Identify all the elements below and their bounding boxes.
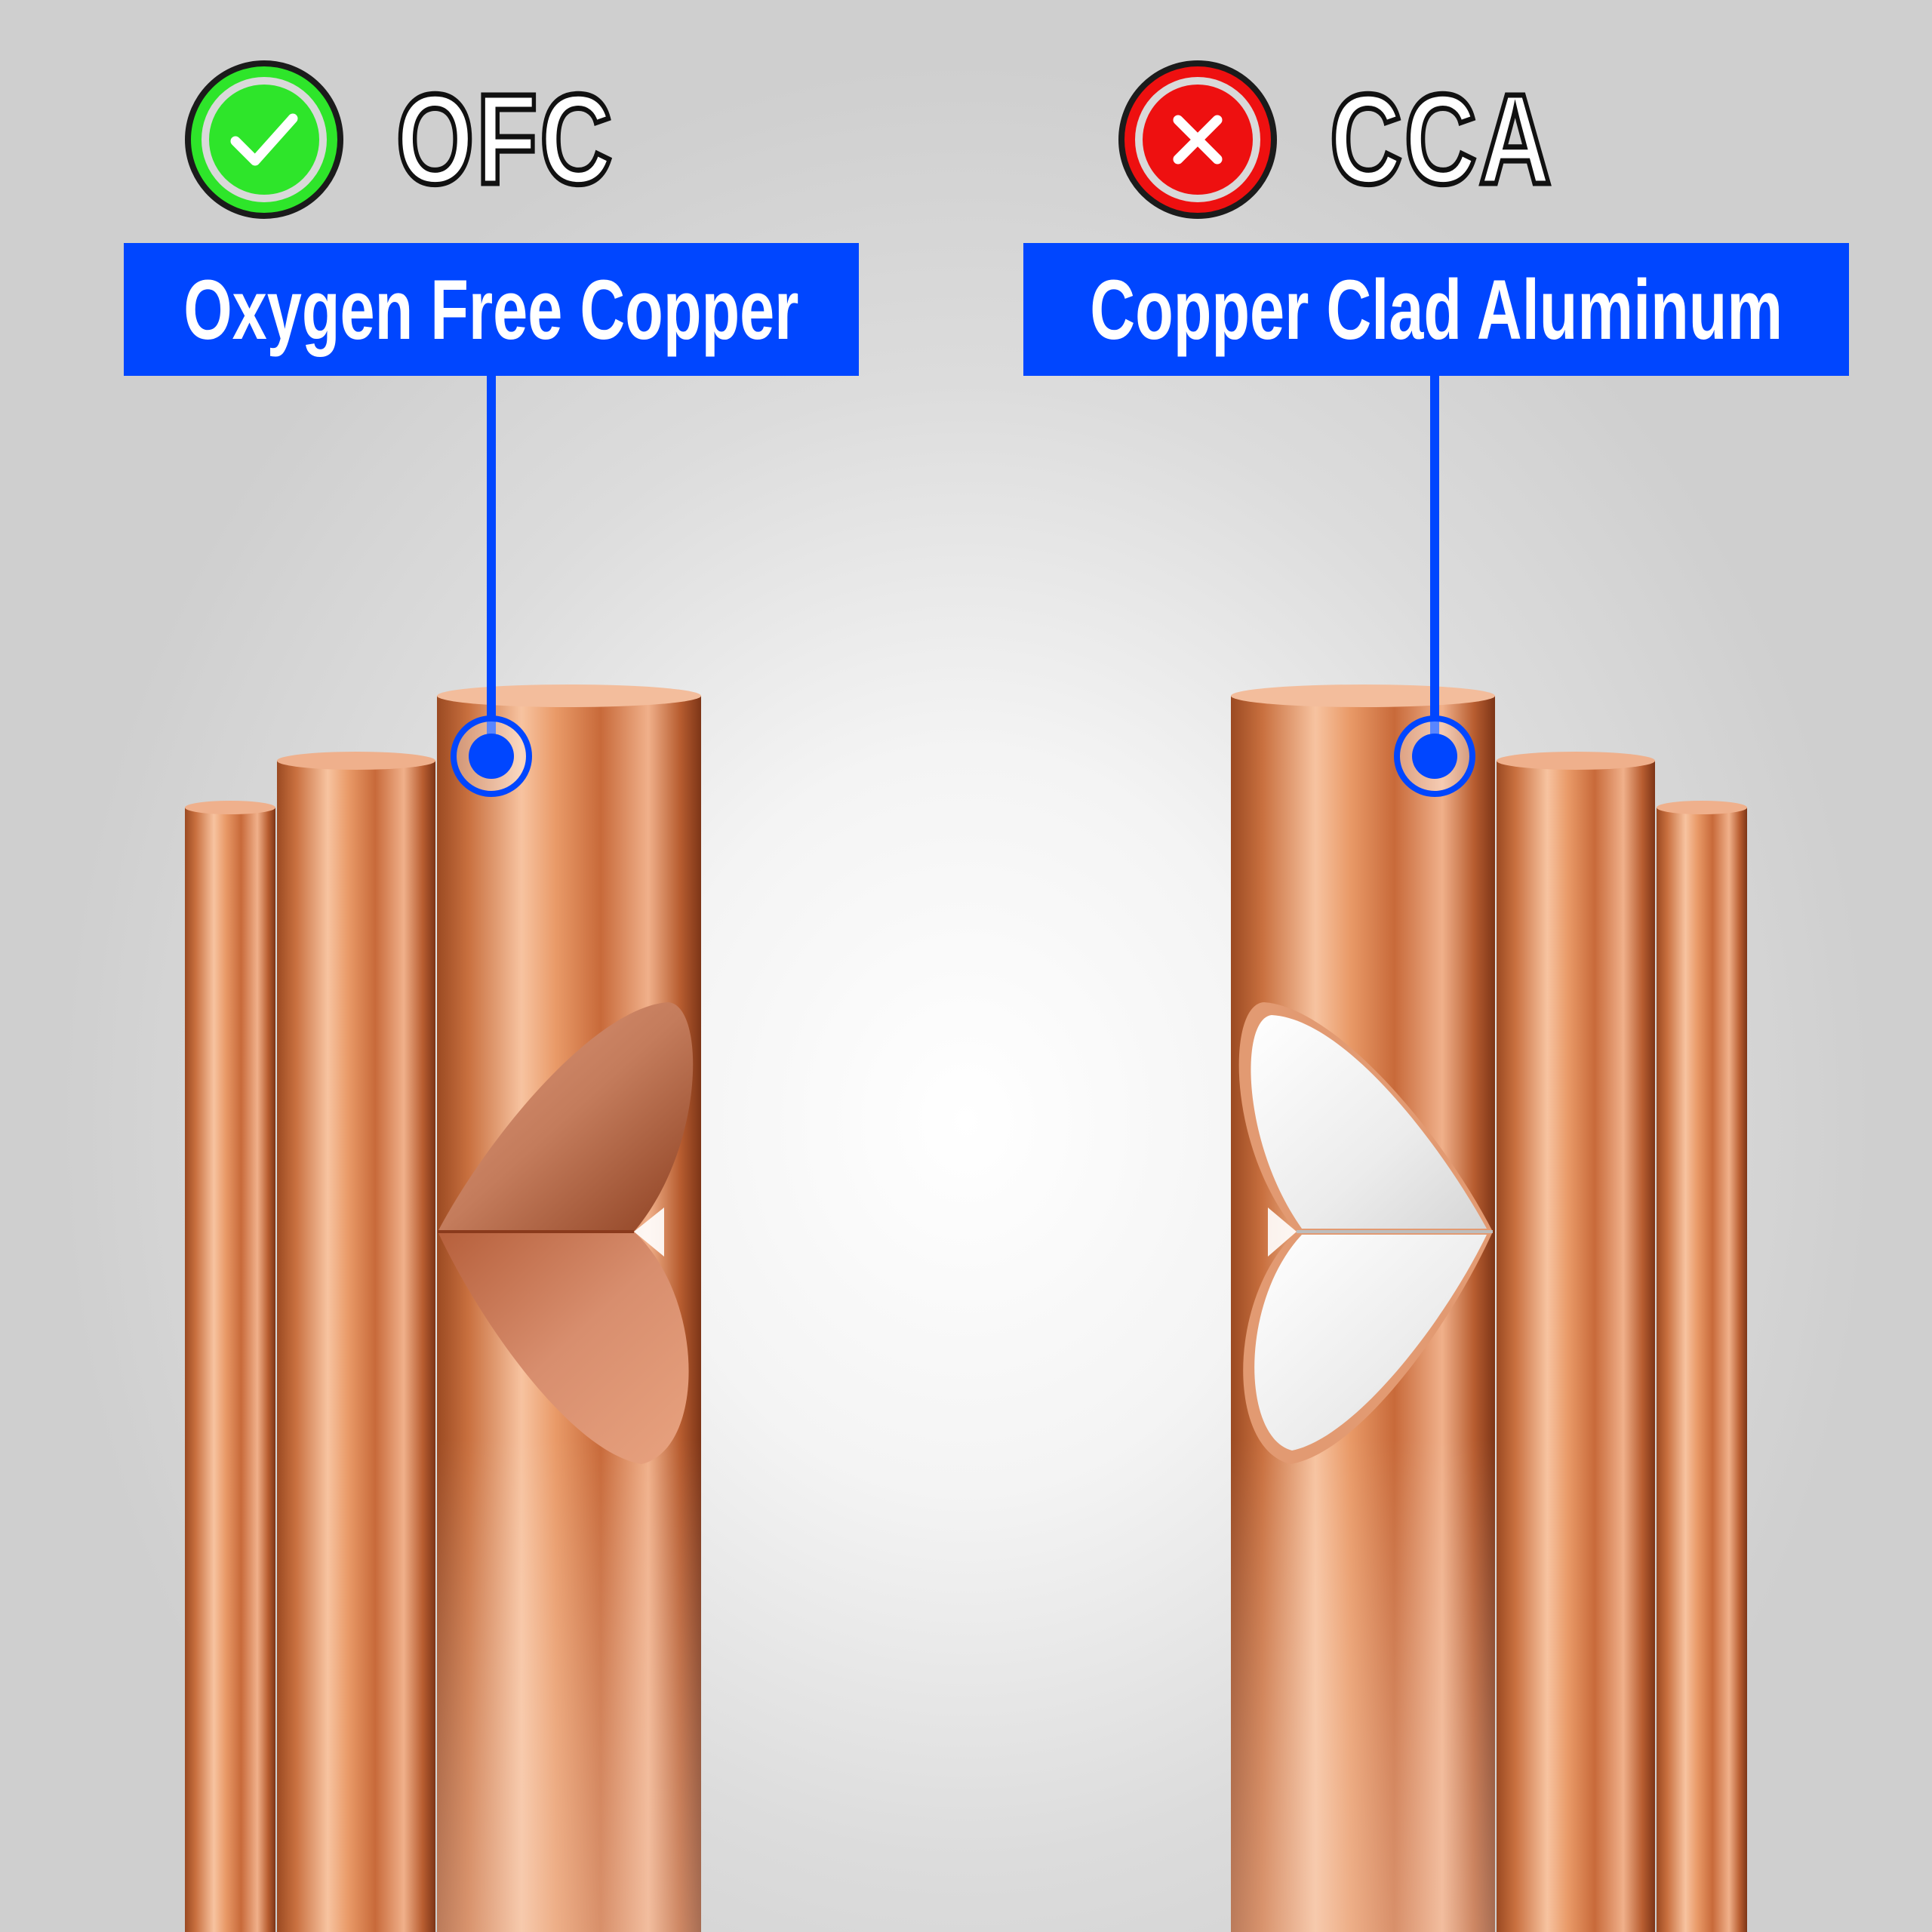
check-icon [185, 60, 343, 219]
cca-rod-middle [1497, 752, 1655, 1932]
ofc-rod-middle [277, 752, 435, 1932]
ofc-cut-copper-core [438, 1002, 694, 1464]
cca-callout-pointer [1394, 376, 1475, 797]
cca-label-text: Copper Clad Aluminum [1090, 262, 1783, 357]
ofc-rod-back [185, 801, 275, 1932]
ofc-callout-pointer [451, 376, 532, 797]
cca-label: Copper Clad Aluminum [1023, 243, 1849, 376]
cca-rod-bundle [1231, 685, 1747, 1932]
ofc-heading: OFC [185, 60, 676, 219]
cca-abbreviation: CCA [1327, 68, 1554, 211]
cca-rod-back [1657, 801, 1747, 1932]
ofc-label: Oxygen Free Copper [124, 243, 859, 376]
cca-heading: CCA [1118, 60, 1617, 219]
ofc-abbreviation: OFC [394, 68, 615, 211]
cross-icon [1118, 60, 1277, 219]
cca-cut-aluminum-core [1238, 1002, 1493, 1464]
ofc-label-text: Oxygen Free Copper [183, 262, 799, 357]
ofc-rod-bundle [185, 685, 701, 1932]
